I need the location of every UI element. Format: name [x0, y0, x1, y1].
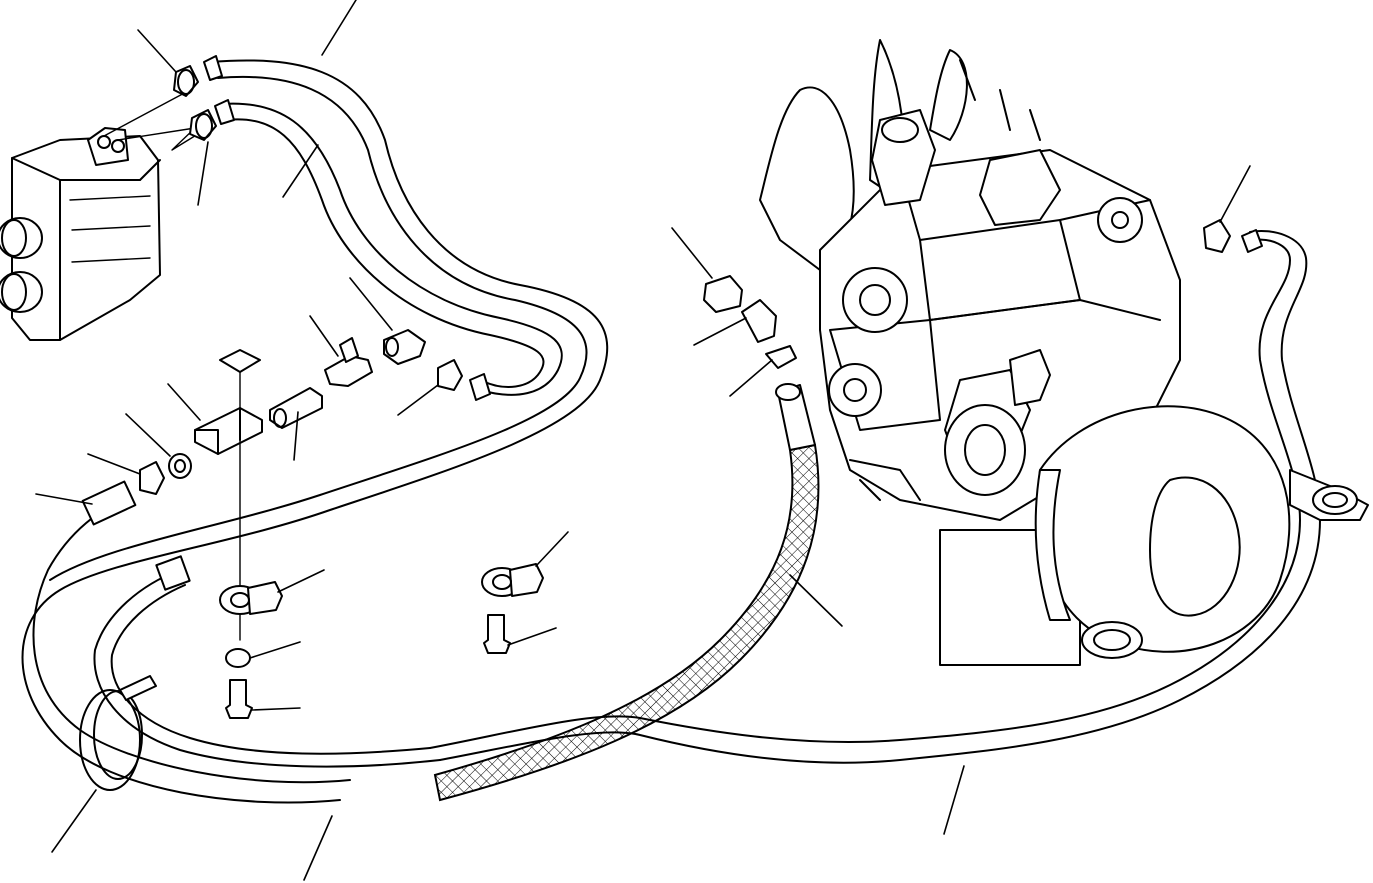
callout-leaders — [35, 0, 1251, 881]
hose-band — [79, 675, 157, 791]
heater-hoses — [21, 59, 1321, 804]
engine-assembly — [759, 39, 1369, 666]
braided-hose — [433, 383, 820, 802]
clamps-and-fittings — [139, 55, 1263, 719]
heater-unit — [0, 89, 199, 341]
